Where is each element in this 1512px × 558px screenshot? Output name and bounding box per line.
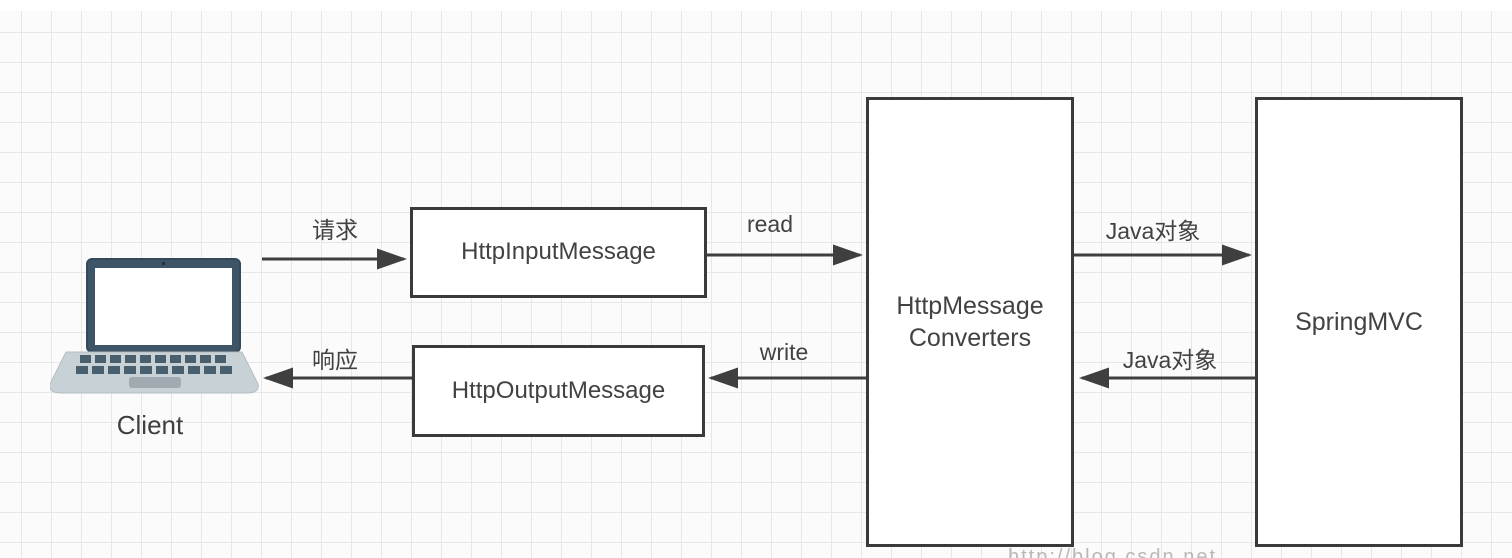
node-http-input-message: HttpInputMessage <box>410 207 707 298</box>
top-margin <box>0 0 1512 11</box>
node-converters-label-line2: Converters <box>908 324 1032 352</box>
edge-label-request: 请求 <box>312 217 358 243</box>
node-http-output-message: HttpOutputMessage <box>412 345 705 437</box>
watermark-text: http://blog.csdn.net <box>1008 546 1218 558</box>
laptop-icon <box>50 258 259 394</box>
client-label: Client <box>116 410 184 440</box>
edge-label-write: write <box>759 339 809 365</box>
node-springmvc: SpringMVC <box>1255 97 1463 547</box>
edge-label-java-object-out: Java对象 <box>1122 347 1218 373</box>
edge-label-response: 响应 <box>312 347 358 373</box>
node-http-output-message-label: HttpOutputMessage <box>451 376 666 404</box>
node-http-input-message-label: HttpInputMessage <box>461 238 656 266</box>
node-springmvc-label: SpringMVC <box>1295 308 1423 336</box>
edge-label-java-object-in: Java对象 <box>1105 218 1201 244</box>
node-http-message-converters: HttpMessage Converters <box>866 97 1074 547</box>
edge-label-read: read <box>746 211 794 237</box>
node-converters-label-line1: HttpMessage <box>896 292 1044 320</box>
